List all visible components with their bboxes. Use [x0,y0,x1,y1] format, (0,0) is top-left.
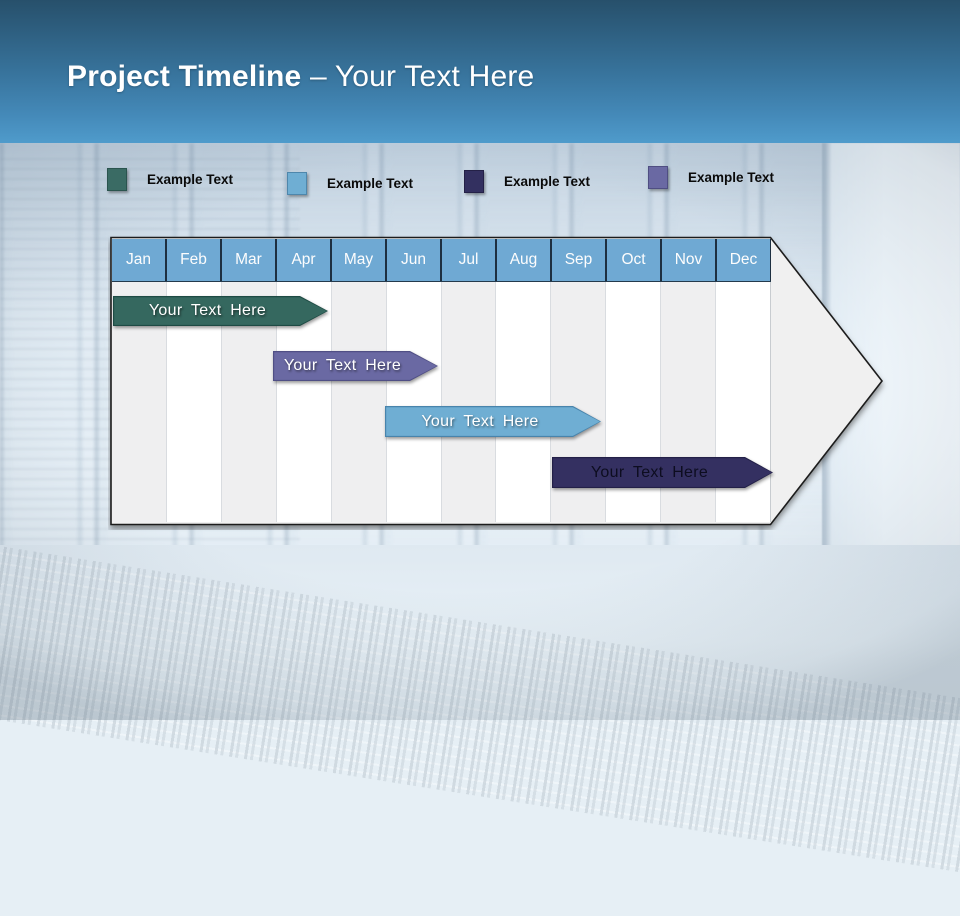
timeline-bar-label: Your Text Here [553,458,772,487]
month-cell: Mar [222,239,277,281]
month-cell: Nov [662,239,717,281]
month-cell: Dec [717,239,771,281]
timeline-bar-label: Your Text Here [274,352,437,380]
timeline-bar-label: Your Text Here [114,297,327,325]
legend-label: Example Text [147,172,234,187]
legend-label: Example Text [327,176,414,191]
month-cell: Aug [497,239,552,281]
slide-title: Project Timeline – Your Text Here [67,60,534,94]
title-bold-text: Project Timeline [67,60,302,93]
title-light-text: – Your Text Here [309,60,535,93]
legend-label: Example Text [688,170,775,185]
month-cell: Jun [387,239,442,281]
grid-column [331,282,387,522]
legend-item: Example Text [287,172,413,195]
legend-swatch-purple [648,166,668,189]
legend-swatch-lightblue [287,172,307,195]
grid-column [386,282,442,522]
legend-swatch-teal [107,168,127,191]
timeline-bar: Your Text Here [385,406,601,437]
timeline-arrow-graphic: Jan Feb Mar Apr May Jun Jul Aug Sep Oct … [108,235,890,530]
month-cell: Sep [552,239,607,281]
legend-label: Example Text [504,174,591,189]
month-header-row: Jan Feb Mar Apr May Jun Jul Aug Sep Oct … [112,239,771,282]
legend-item: Example Text [107,168,233,191]
timeline-bar: Your Text Here [113,296,328,326]
month-cell: Oct [607,239,662,281]
month-cell: May [332,239,387,281]
month-cell: Jan [112,239,167,281]
legend-swatch-navy [464,170,484,193]
timeline-bar: Your Text Here [552,457,773,488]
month-cell: Feb [167,239,222,281]
timeline-bar-label: Your Text Here [386,407,600,436]
slide-header: Project Timeline – Your Text Here [0,0,960,143]
legend-item: Example Text [648,166,774,189]
datacenter-floor [0,545,960,720]
month-cell: Jul [442,239,497,281]
month-cell: Apr [277,239,332,281]
grid-column [496,282,552,522]
legend-item: Example Text [464,170,590,193]
timeline-bar: Your Text Here [273,351,438,381]
grid-column [441,282,497,522]
